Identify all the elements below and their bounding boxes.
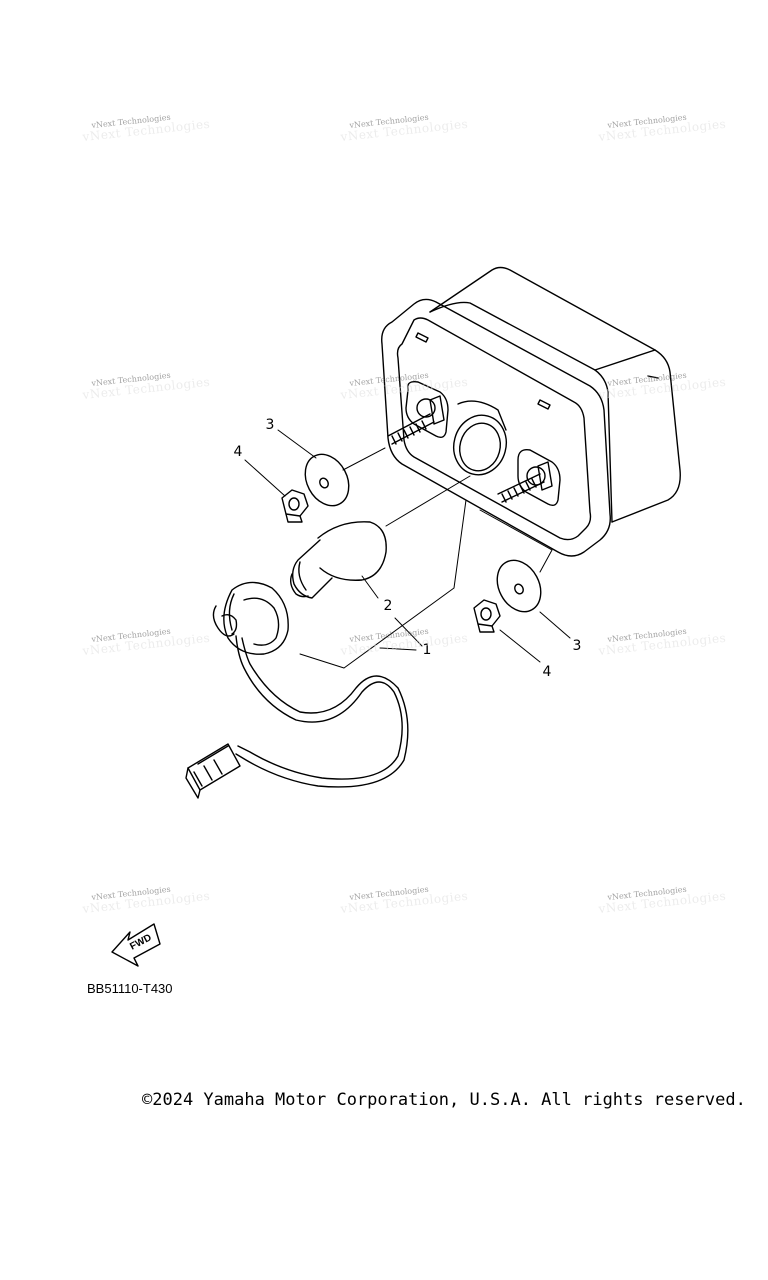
callout-part-4-right: 4 bbox=[542, 664, 552, 680]
callout-part-3-left: 3 bbox=[265, 417, 275, 433]
leader-lines bbox=[244, 429, 571, 663]
mounting-stud-right bbox=[497, 461, 553, 503]
tail-light-housing bbox=[381, 266, 681, 557]
callout-part-2: 2 bbox=[383, 598, 393, 614]
bulb bbox=[289, 521, 387, 599]
copyright-notice: ©2024 Yamaha Motor Corporation, U.S.A. A… bbox=[142, 1090, 746, 1110]
fwd-arrow-icon: FWD bbox=[111, 923, 161, 967]
nut-left bbox=[281, 489, 309, 523]
diagram-part-code: BB51110-T430 bbox=[87, 981, 173, 996]
assembly-lines bbox=[299, 447, 553, 669]
washer-left bbox=[304, 453, 350, 507]
nut-right bbox=[473, 599, 501, 633]
callout-part-4-left: 4 bbox=[233, 444, 243, 460]
callout-part-1: 1 bbox=[422, 642, 432, 658]
washer-right bbox=[496, 559, 542, 613]
mounting-stud-left bbox=[387, 395, 445, 445]
callout-part-3-right: 3 bbox=[572, 638, 582, 654]
socket-harness bbox=[185, 581, 409, 799]
